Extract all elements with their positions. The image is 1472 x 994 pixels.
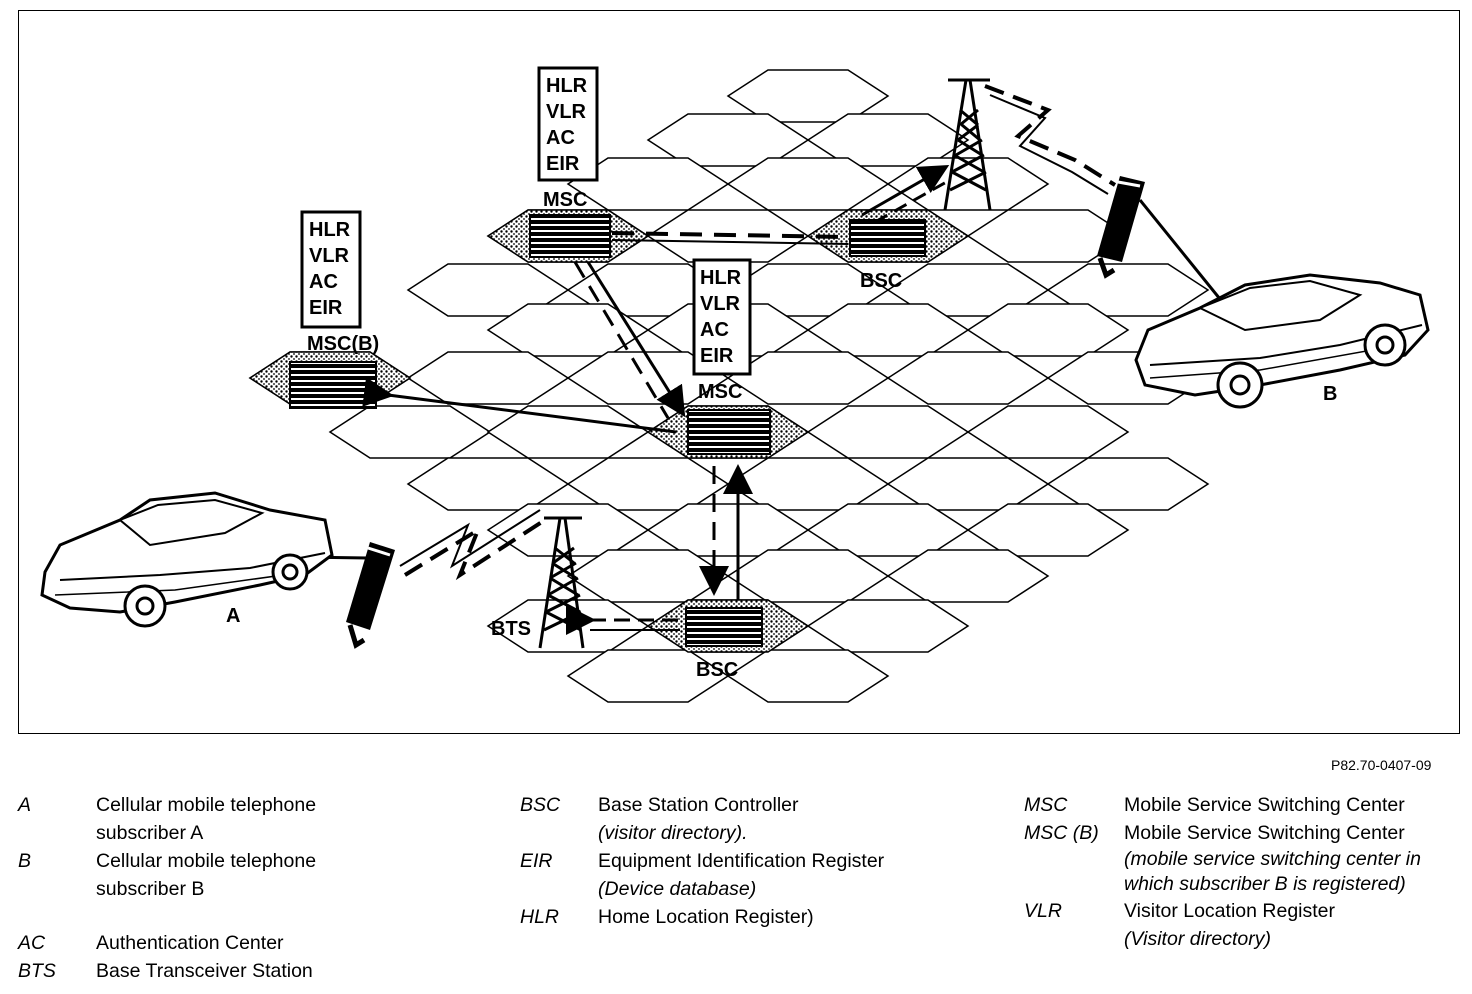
car-b [1134,273,1430,409]
register-stack-top: HLR VLR AC EIR [537,66,599,182]
msc-cell-center [646,405,810,459]
svg-text:EIR: EIR [700,345,734,367]
grid-cell [566,549,730,603]
legend-column-3: MSC Mobile Service Switching Center MSC … [1024,791,1454,953]
grid-cell [646,503,810,557]
grid-cell [806,405,970,459]
bsc-label-bottom: BSC [696,659,738,681]
legend-item: AC Authentication Center [18,932,284,954]
legend-item: EIR Equipment Identification Register(De… [520,850,885,900]
register-stack-center: HLR VLR AC EIR [692,258,752,376]
phone-b [1097,176,1145,279]
grid-cell [806,503,970,557]
msc-cell-top [486,209,650,263]
svg-text:AC: AC [546,127,575,149]
car-b-label: B [1323,383,1337,405]
grid-cell [726,457,890,511]
svg-text:AC: AC [309,271,338,293]
msc-b-label: MSC(B) [307,333,379,355]
bsc-label-top: BSC [860,270,902,292]
grid-cell [726,351,890,405]
phone-a [346,542,395,649]
grid-cell [406,351,570,405]
grid-cell [726,549,890,603]
legend-item: MSC (B) Mobile Service Switching Center(… [1024,822,1421,895]
svg-text:HLR: HLR [309,219,351,241]
connection-lines [149,84,1249,635]
figure-reference: P82.70-0407-09 [1331,757,1432,773]
grid-cell [486,405,650,459]
grid-cell [328,405,492,459]
svg-text:EIR: EIR [309,297,343,319]
msc-label-top: MSC [543,189,587,211]
legend-column-2: BSC Base Station Controller(visitor dire… [520,791,884,931]
bts-tower-bottom [538,516,585,649]
grid-cell [966,503,1130,557]
register-stack-msc-b: HLR VLR AC EIR [300,210,362,329]
car-a [40,491,334,628]
diagram-frame [18,10,1460,734]
bts-label: BTS [491,618,531,640]
bsc-cell-bottom [646,599,810,653]
svg-text:VLR: VLR [546,101,587,123]
legend-item: VLR Visitor Location Register(Visitor di… [1024,900,1335,950]
grid-cell [886,549,1050,603]
svg-text:VLR: VLR [700,293,741,315]
network-diagram: HLR VLR AC EIR HLR VLR AC EIR HLR VLR AC… [40,66,1430,703]
msc-label-center: MSC [698,381,742,403]
grid-cell [1046,457,1210,511]
bsc-cell-top [806,209,970,263]
svg-text:EIR: EIR [546,153,580,175]
legend-item: BTS Base Transceiver Station [18,960,313,982]
legend-item: BSC Base Station Controller(visitor dire… [520,794,799,844]
svg-text:VLR: VLR [309,245,350,267]
legend-item: HLR Home Location Register) [520,906,814,928]
grid-cell [726,649,890,703]
msc-b-cell [248,351,412,409]
svg-text:HLR: HLR [546,75,588,97]
svg-text:AC: AC [700,319,729,341]
legend-item: MSC Mobile Service Switching Center [1024,794,1405,816]
svg-text:HLR: HLR [700,267,742,289]
grid-cell [966,405,1130,459]
grid-cell [886,351,1050,405]
grid-cell [806,599,970,653]
grid-cell [886,457,1050,511]
car-a-label: A [226,605,240,627]
bts-tower-top [943,78,992,211]
grid-cell [406,457,570,511]
grid-cell [566,457,730,511]
